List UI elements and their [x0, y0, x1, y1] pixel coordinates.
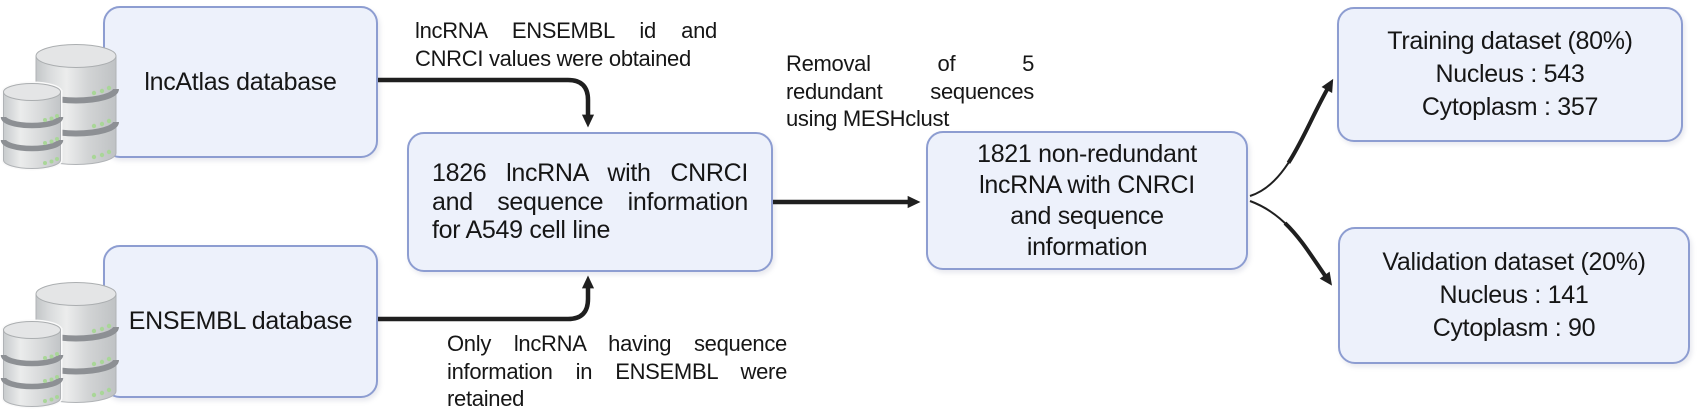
text-line: lncRNA with CNRCI	[979, 170, 1195, 199]
text-line: Validation dataset (20%)	[1382, 248, 1646, 276]
arrow-1821-to-validation	[1249, 200, 1327, 278]
text-line: Training dataset (80%)	[1387, 27, 1633, 55]
text-line: Only lncRNA having sequence	[447, 331, 787, 356]
text-line: redundant sequences	[786, 78, 1034, 104]
text-line: and sequence	[1010, 201, 1164, 230]
text-line: information in ENSEMBL were	[447, 358, 787, 384]
arrow-ensembl-to-1826	[378, 275, 595, 322]
text-line: retained	[447, 386, 525, 410]
text-line: information	[1026, 232, 1148, 261]
node-label: ENSEMBL database	[128, 307, 353, 335]
text-line: Nucleus : 141	[1439, 281, 1589, 309]
text-line: Nucleus : 543	[1435, 60, 1585, 88]
arrow-1821-to-validation-head	[1249, 199, 1333, 286]
text-line: Cytoplasm : 90	[1432, 314, 1596, 342]
text-line: Cytoplasm : 357	[1421, 93, 1599, 121]
text-line: lncRNA ENSEMBL id and	[415, 18, 717, 43]
database-icon	[4, 283, 117, 407]
text-line: CNRCI values were obtained	[415, 45, 691, 71]
text-line: using MESHclust	[786, 106, 950, 131]
arrow-1821-to-training-head	[1249, 78, 1334, 198]
text-line: Removal of 5	[786, 51, 1034, 76]
text-line: 1821 non-redundant	[977, 139, 1197, 168]
text-line: and sequence information	[432, 187, 748, 216]
database-icon	[4, 45, 117, 169]
arrow-lncatlas-to-1826	[378, 77, 595, 128]
node-lncatlas-database: lncAtlas database	[103, 6, 378, 158]
text-line: for A549 cell line	[432, 216, 611, 245]
text-line: 1826 lncRNA with CNRCI	[432, 159, 748, 188]
node-ensembl-database: ENSEMBL database	[103, 245, 378, 398]
node-label: lncAtlas database	[144, 67, 337, 96]
arrow-1821-to-training	[1249, 87, 1329, 197]
